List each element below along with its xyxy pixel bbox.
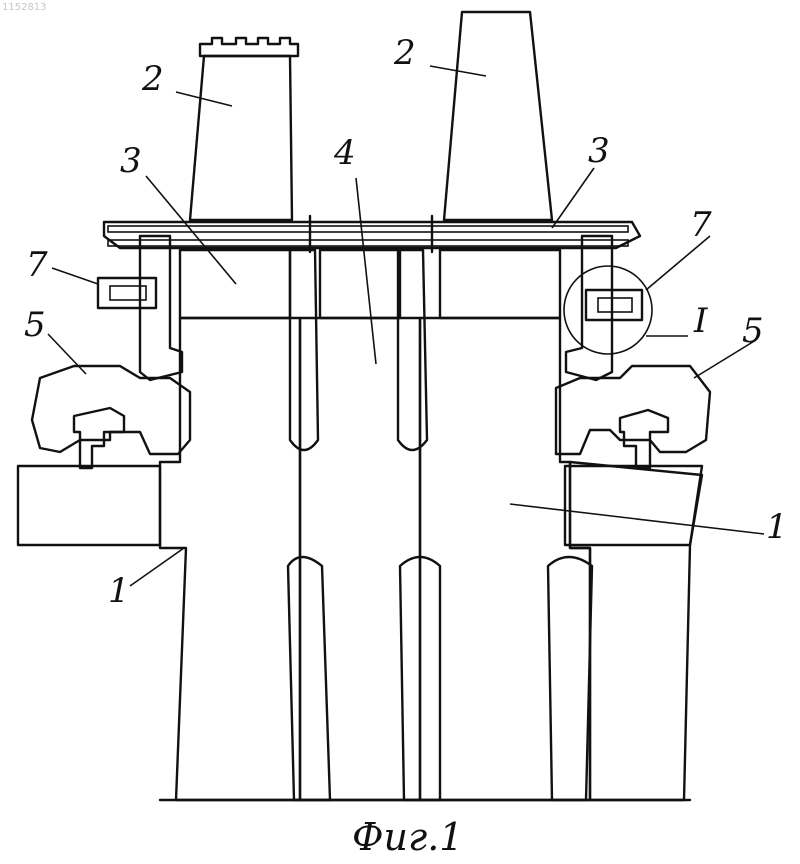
right-side-plate bbox=[564, 236, 652, 380]
right-seal-ring bbox=[556, 366, 710, 468]
label-bolt-left: 7 bbox=[26, 245, 48, 285]
label-bolt-right: 7 bbox=[690, 205, 712, 245]
label-detail-marker: I bbox=[693, 301, 708, 341]
label-platform-right: 3 bbox=[588, 131, 610, 171]
label-ring-left: 5 bbox=[24, 305, 46, 345]
label-blade-left: 2 bbox=[141, 59, 164, 99]
rotor-disk-body bbox=[18, 250, 702, 800]
label-disk-right: 1 bbox=[766, 507, 788, 547]
left-seal-ring bbox=[32, 366, 190, 468]
label-platform-left: 3 bbox=[120, 141, 142, 181]
left-side-plate bbox=[98, 236, 182, 380]
right-blade bbox=[444, 12, 552, 220]
label-blade-right: 2 bbox=[393, 33, 416, 73]
document-number: 1152813 bbox=[2, 2, 47, 13]
label-spacer: 4 bbox=[333, 133, 356, 173]
blade-platforms bbox=[104, 216, 640, 318]
leader-lines bbox=[48, 66, 764, 586]
left-blade bbox=[190, 38, 298, 220]
figure-caption: Фиг.1 bbox=[352, 815, 463, 859]
label-ring-right: 5 bbox=[742, 311, 764, 351]
label-disk-left: 1 bbox=[108, 571, 130, 611]
